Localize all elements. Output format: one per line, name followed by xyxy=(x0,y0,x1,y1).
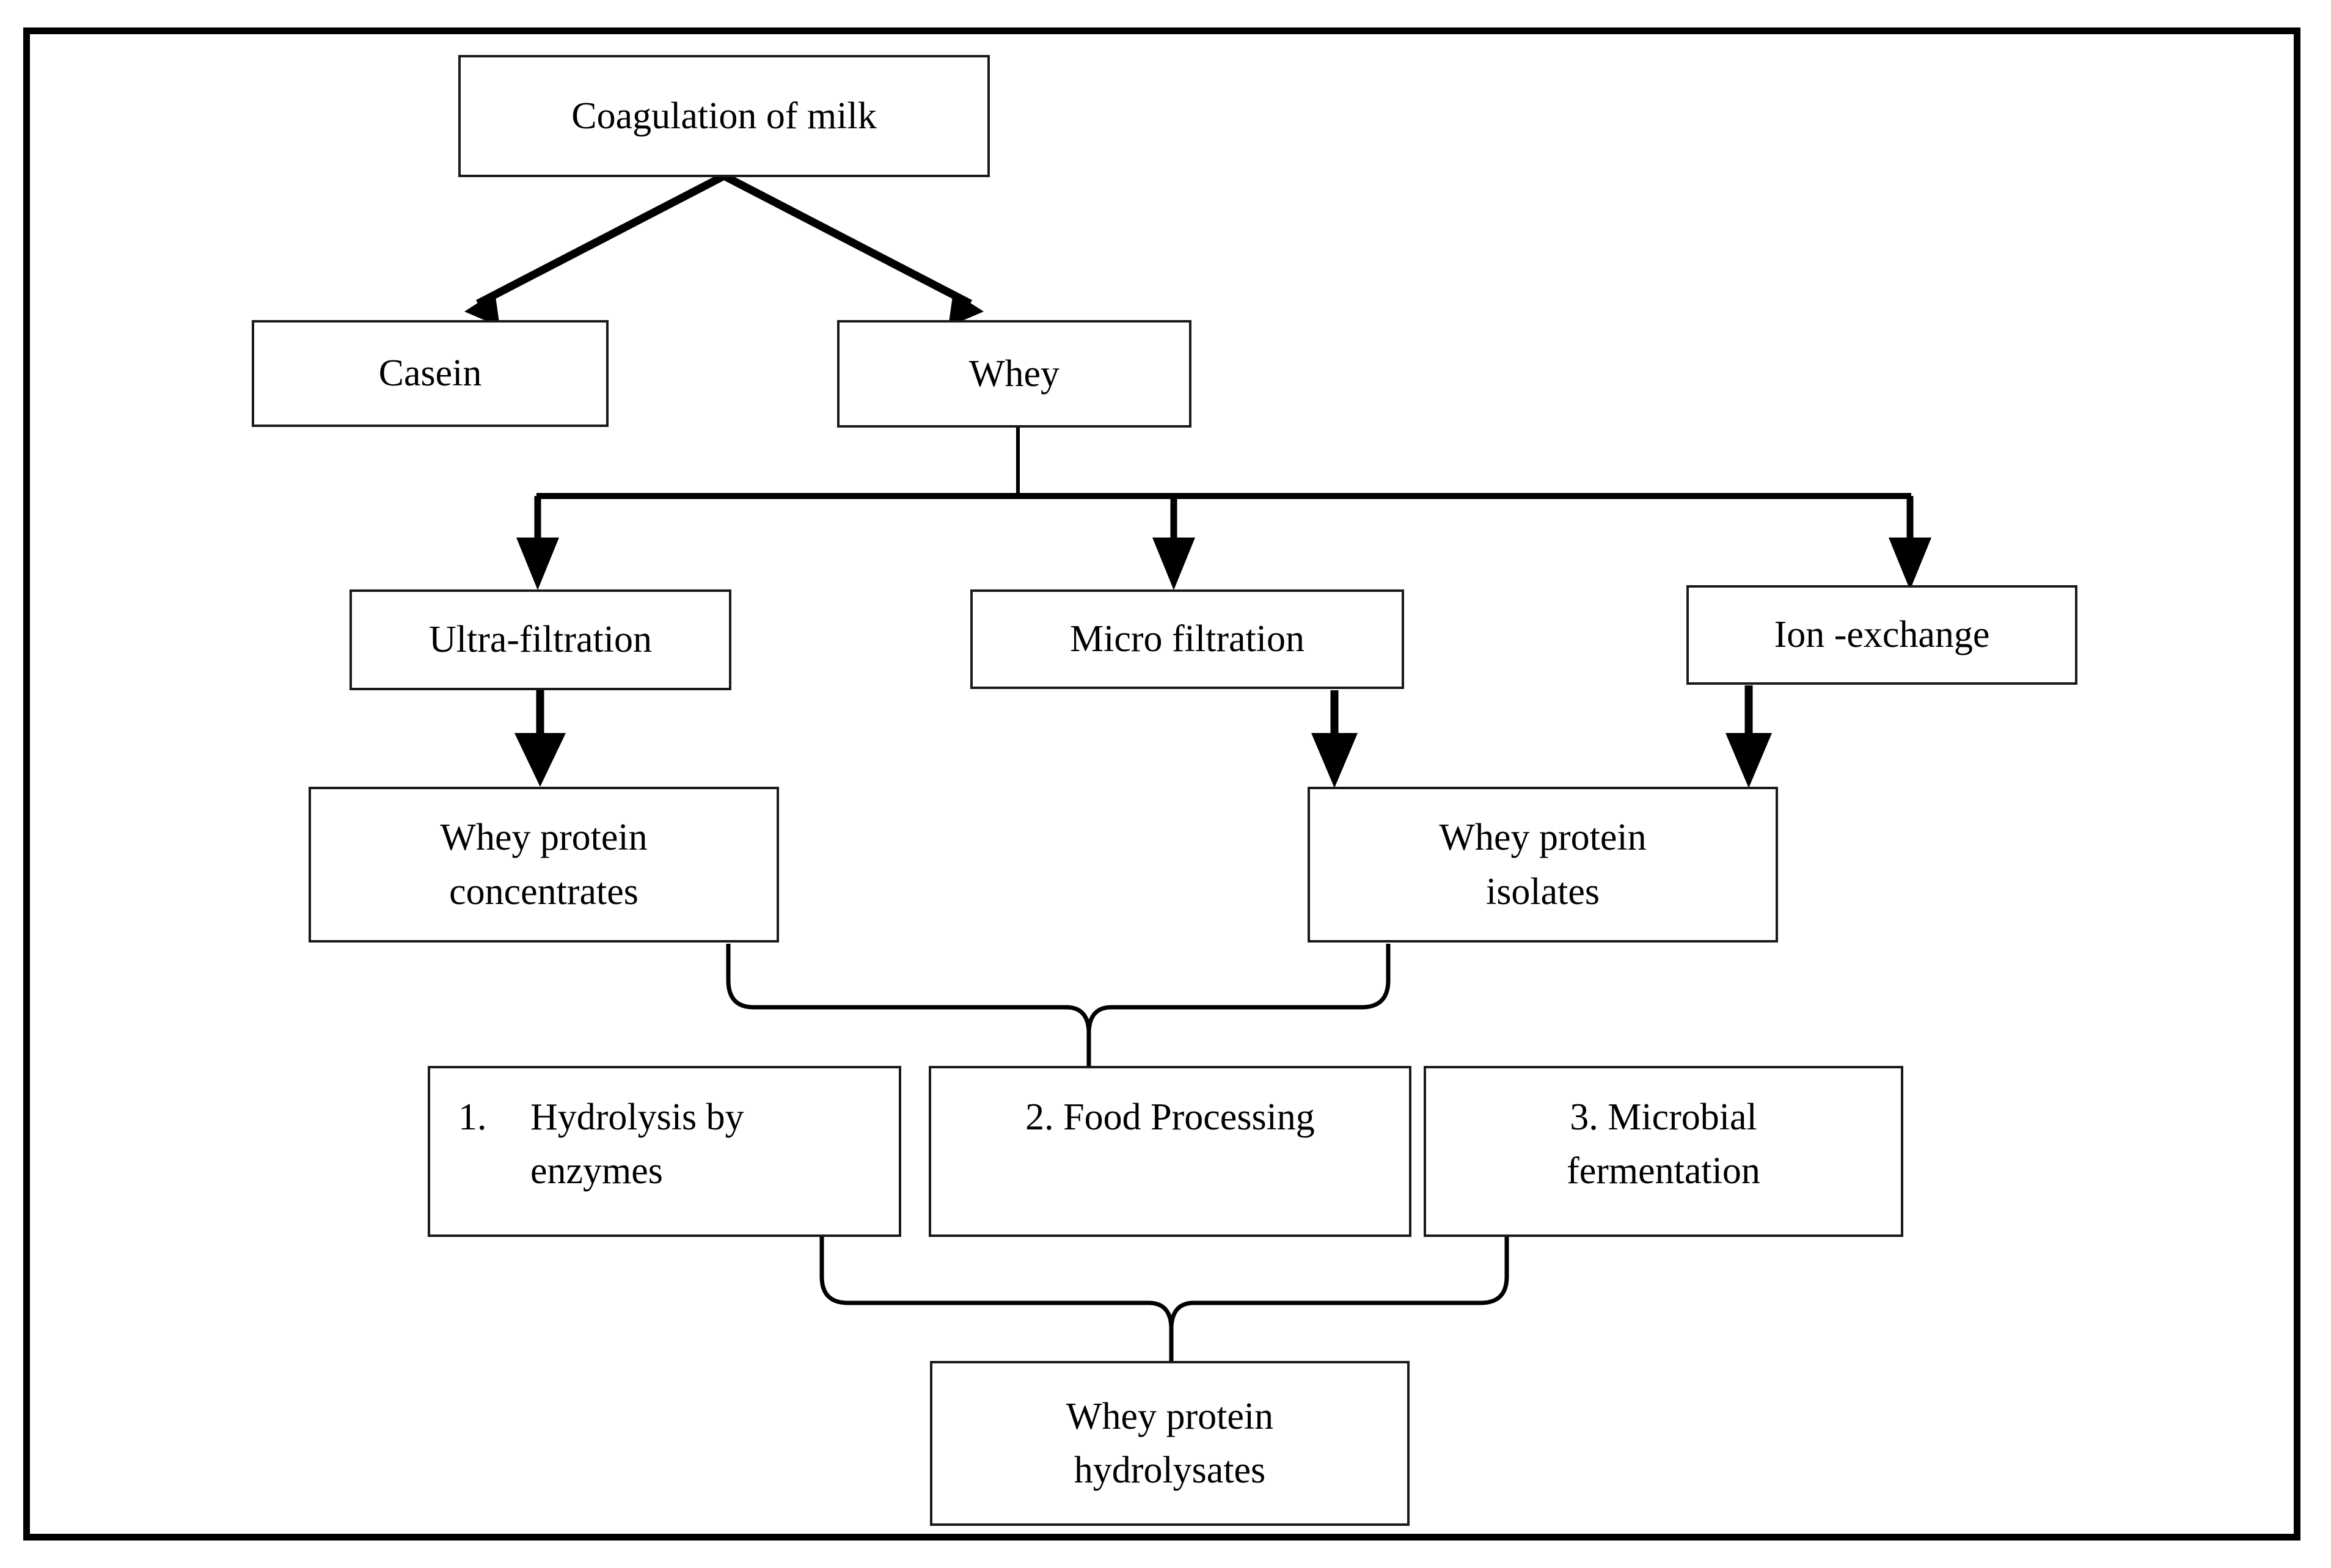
node-label-line1: Whey protein xyxy=(1066,1395,1274,1437)
node-label-line2: concentrates xyxy=(449,870,639,913)
node-label-line2: hydrolysates xyxy=(1074,1449,1266,1491)
node-label-block: Whey protein isolates xyxy=(1439,811,1646,918)
node-label: Coagulation of milk xyxy=(571,95,877,137)
node-label-block: 3. Microbial fermentation xyxy=(1567,1090,1760,1198)
node-label: Ultra-filtration xyxy=(429,619,652,661)
node-food-processing[interactable]: 2. Food Processing xyxy=(929,1066,1411,1237)
figure-border xyxy=(23,27,2300,1541)
numbered-item: 1. Hydrolysis by enzymes xyxy=(458,1090,893,1198)
node-label-block: Whey protein hydrolysates xyxy=(1066,1390,1273,1497)
node-casein[interactable]: Casein xyxy=(252,320,609,427)
node-micro-filtration[interactable]: Micro filtration xyxy=(970,589,1404,689)
node-label: Ion -exchange xyxy=(1774,614,1990,656)
node-label-line2: enzymes xyxy=(530,1150,663,1192)
node-whey-protein-hydrolysates[interactable]: Whey protein hydrolysates xyxy=(930,1361,1410,1526)
node-hydrolysis-by-enzymes[interactable]: 1. Hydrolysis by enzymes xyxy=(428,1066,901,1237)
node-whey-protein-concentrates[interactable]: Whey protein concentrates xyxy=(309,787,779,943)
node-coagulation-of-milk[interactable]: Coagulation of milk xyxy=(458,55,990,177)
node-whey[interactable]: Whey xyxy=(837,320,1191,428)
node-microbial-fermentation[interactable]: 3. Microbial fermentation xyxy=(1424,1066,1903,1237)
list-body: Hydrolysis by enzymes xyxy=(530,1090,744,1198)
node-label: Micro filtration xyxy=(1070,618,1305,660)
node-label-line1: Whey protein xyxy=(440,817,648,859)
node-label: Casein xyxy=(378,352,482,395)
node-label: 2. Food Processing xyxy=(1025,1096,1315,1138)
node-label-line2: fermentation xyxy=(1567,1150,1760,1192)
node-label-block: Whey protein concentrates xyxy=(440,811,647,918)
node-whey-protein-isolates[interactable]: Whey protein isolates xyxy=(1308,787,1778,943)
node-label-line1: 3. Microbial xyxy=(1570,1096,1757,1138)
node-ultra-filtration[interactable]: Ultra-filtration xyxy=(349,589,731,690)
node-label-line1: Hydrolysis by xyxy=(530,1096,744,1138)
node-label: Whey xyxy=(968,352,1060,395)
node-label-line2: isolates xyxy=(1486,870,1600,913)
list-number: 1. xyxy=(458,1096,487,1138)
node-label-line1: Whey protein xyxy=(1439,817,1647,859)
node-ion-exchange[interactable]: Ion -exchange xyxy=(1686,585,2077,685)
